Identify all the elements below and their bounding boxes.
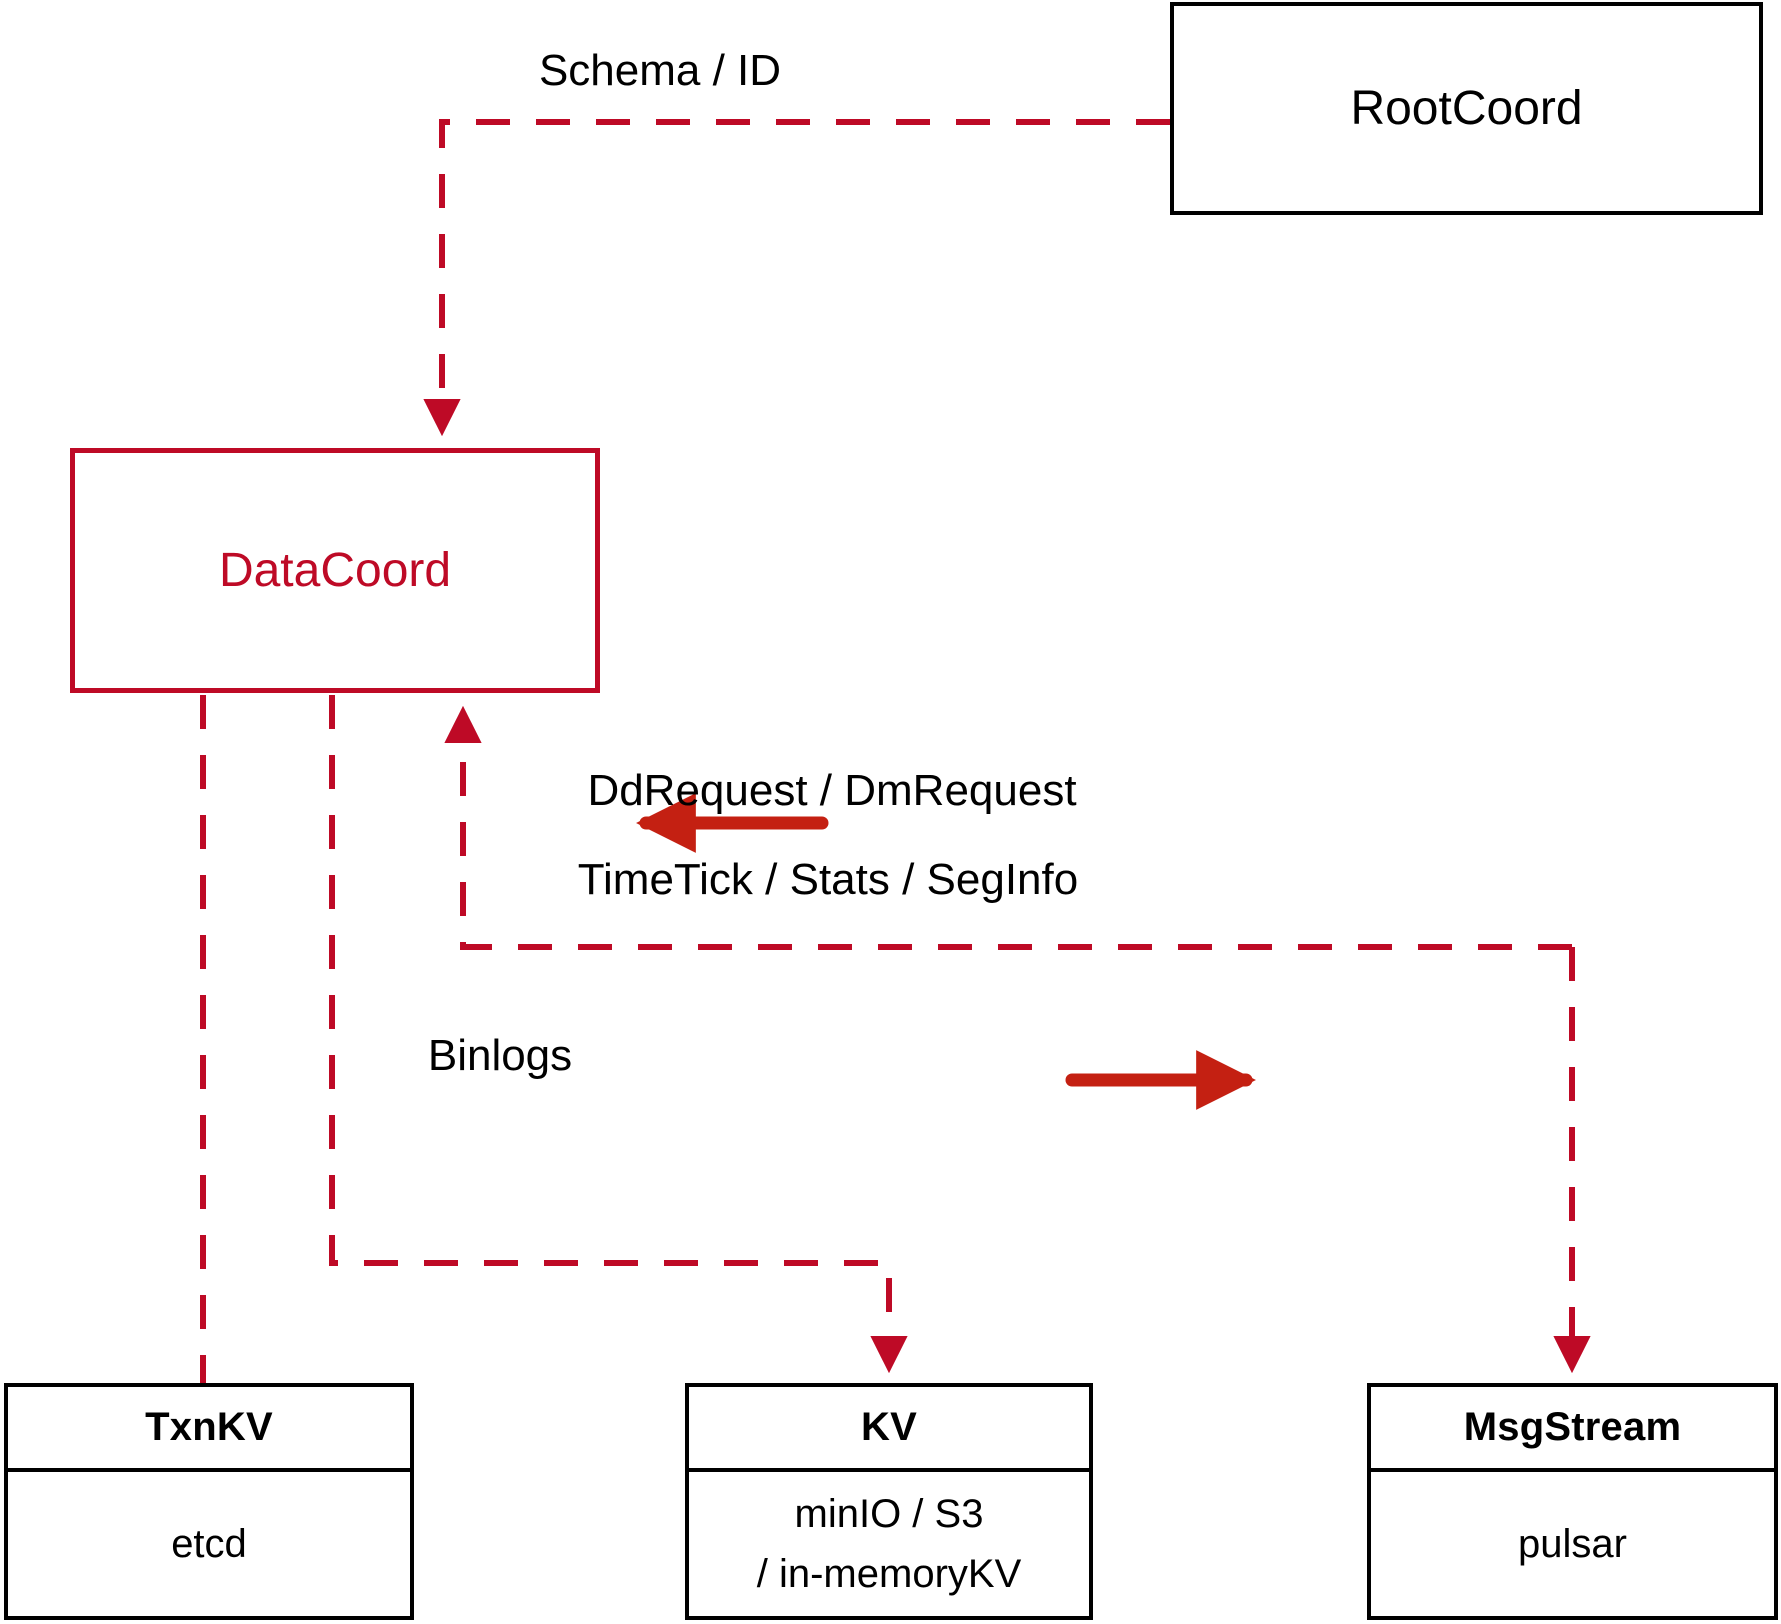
node-msgstream[interactable]: MsgStream pulsar <box>1367 1383 1778 1620</box>
node-txnkv[interactable]: TxnKV etcd <box>4 1383 414 1620</box>
edge-label-binlogs: Binlogs <box>427 1031 573 1080</box>
node-kv[interactable]: KV minIO / S3 / in-memoryKV <box>685 1383 1093 1620</box>
edge-label-timetick-stats-seginfo: TimeTick / Stats / SegInfo <box>577 855 1079 904</box>
node-kv-body: minIO / S3 / in-memoryKV <box>689 1472 1089 1616</box>
node-rootcoord-label: RootCoord <box>1350 82 1583 135</box>
node-txnkv-title: TxnKV <box>145 1405 273 1449</box>
node-datacoord[interactable]: DataCoord <box>70 448 600 693</box>
node-kv-body-line-1: / in-memoryKV <box>756 1552 1022 1596</box>
node-kv-divider <box>689 1468 1089 1472</box>
node-txnkv-body: etcd <box>8 1472 410 1616</box>
node-msgstream-body-line-0: pulsar <box>1518 1522 1627 1566</box>
node-datacoord-label: DataCoord <box>218 544 452 597</box>
node-msgstream-divider <box>1371 1468 1774 1472</box>
node-rootcoord[interactable]: RootCoord <box>1170 2 1763 215</box>
edge-label-dd-dm-request: DdRequest / DmRequest <box>587 766 1077 815</box>
node-txnkv-divider <box>8 1468 410 1472</box>
node-kv-body-line-0: minIO / S3 <box>794 1492 984 1536</box>
edge-rootcoord-to-datacoord <box>423 119 1170 437</box>
node-msgstream-title: MsgStream <box>1463 1405 1682 1449</box>
edge-label-schema-id: Schema / ID <box>538 46 782 95</box>
node-kv-title: KV <box>861 1405 917 1449</box>
edge-msgstream-to-datacoord <box>444 705 1572 950</box>
node-msgstream-body: pulsar <box>1371 1472 1774 1616</box>
node-txnkv-body-line-0: etcd <box>171 1522 247 1566</box>
